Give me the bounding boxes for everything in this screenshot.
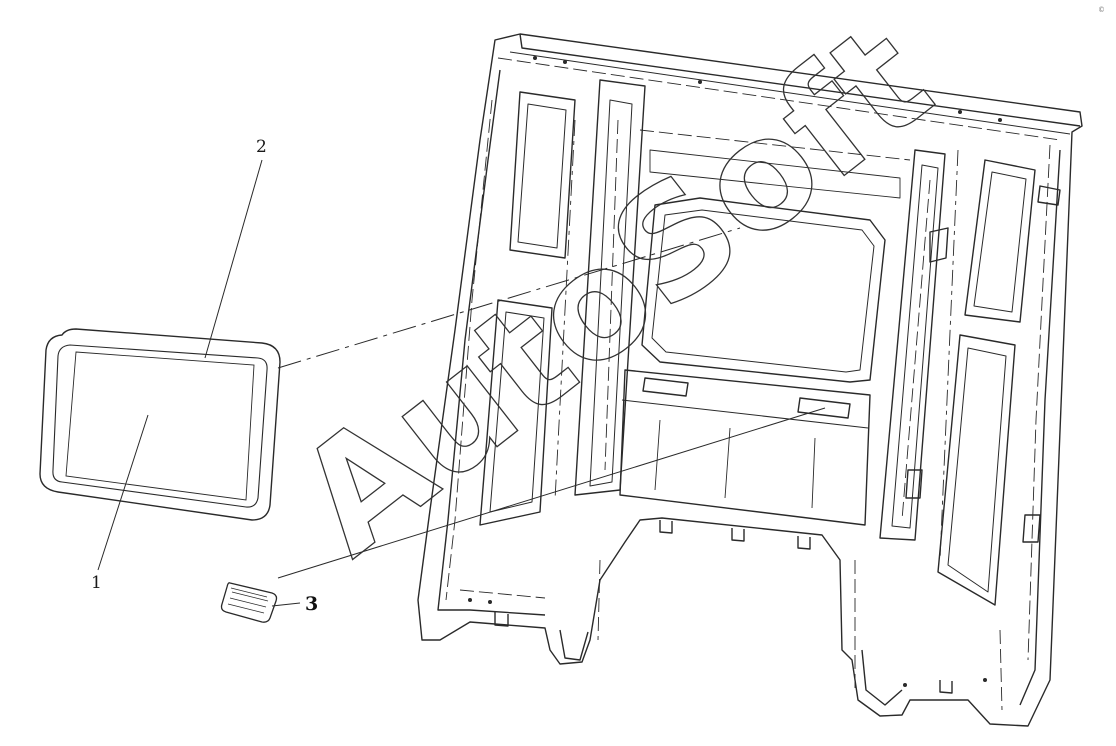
window-seal-outer (39, 328, 281, 521)
leader-line-1 (97, 414, 149, 571)
assembly-line-grille (277, 407, 826, 579)
window-seal-inner (52, 344, 268, 508)
rear-window-assembly (39, 328, 281, 521)
corner-mark: © (1098, 6, 1105, 14)
callout-1-label: 1 (91, 573, 102, 593)
vent-grille (220, 582, 278, 623)
window-glass-edge (65, 351, 255, 501)
watermark-text: AutoSoft (267, 0, 962, 588)
assembly-line-window (277, 227, 741, 369)
leader-line-3 (271, 602, 301, 607)
rear-cab-panel (417, 33, 1083, 727)
leader-line-2 (204, 159, 263, 359)
callout-3-label: 3 (305, 593, 318, 615)
callout-2-label: 2 (256, 137, 267, 157)
